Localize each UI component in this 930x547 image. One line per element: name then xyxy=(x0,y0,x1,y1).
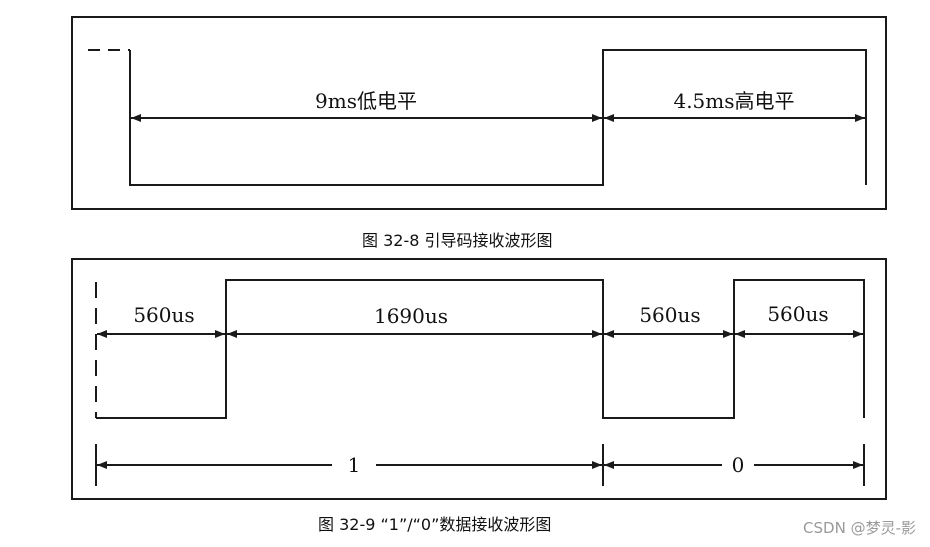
figure1-caption: 图 32-8 引导码接收波形图 xyxy=(362,231,553,250)
bit-label-1690: 1690us xyxy=(374,304,448,328)
bit-zero-label: 0 xyxy=(732,453,745,477)
figure2-caption: 图 32-9 “1”/“0”数据接收波形图 xyxy=(318,515,552,534)
bit-label-560-b: 560us xyxy=(639,303,700,327)
bit-waveform xyxy=(96,279,865,419)
watermark: CSDN @梦灵-影 xyxy=(803,519,916,537)
bit-label-560-a: 560us xyxy=(133,303,194,327)
bit-one-label: 1 xyxy=(348,453,361,477)
leader-low-label: 9ms低电平 xyxy=(315,89,417,113)
leader-code-figure-frame xyxy=(71,16,887,210)
bit-label-560-c: 560us xyxy=(767,302,828,326)
leader-high-label: 4.5ms高电平 xyxy=(673,89,794,113)
data-bit-figure-frame xyxy=(71,258,887,500)
leader-waveform xyxy=(129,49,867,186)
